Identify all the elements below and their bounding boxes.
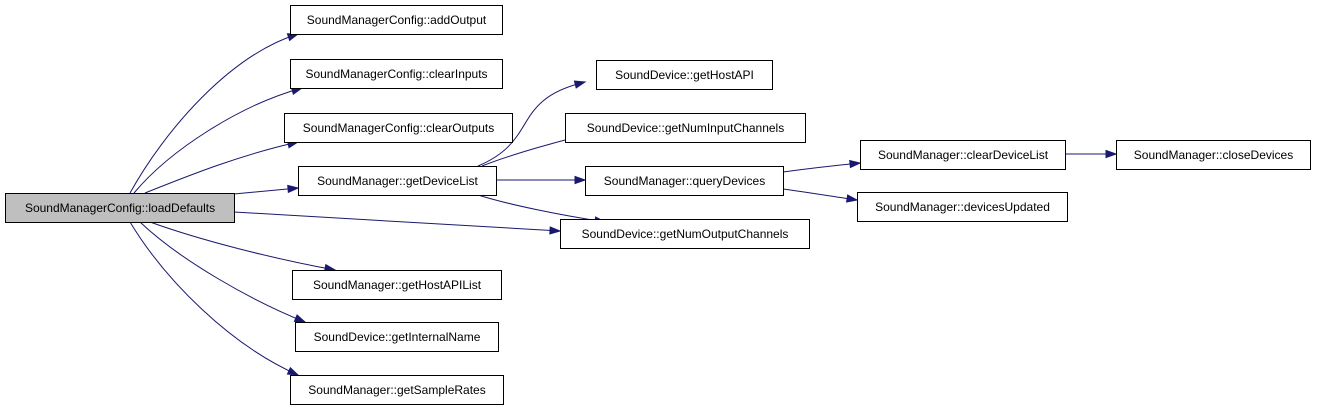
edge-loadDefaults-to-getInternalName <box>139 221 307 323</box>
node-box <box>290 5 503 35</box>
node-box <box>284 113 513 143</box>
node-box <box>298 166 497 196</box>
node-closeDevices[interactable]: SoundManager::closeDevices <box>1116 140 1311 170</box>
edge-loadDefaults-to-getDeviceList <box>233 184 300 195</box>
edge-arrowhead <box>549 226 562 235</box>
node-getHostAPIList[interactable]: SoundManager::getHostAPIList <box>292 270 502 300</box>
edge-arrowhead <box>574 175 587 185</box>
edge-line <box>139 221 306 323</box>
node-box <box>292 270 502 300</box>
node-box <box>290 59 503 89</box>
node-box <box>560 219 810 249</box>
node-devicesUpdated[interactable]: SoundManager::devicesUpdated <box>857 192 1068 222</box>
node-getSampleRates[interactable]: SoundManager::getSampleRates <box>290 375 504 405</box>
node-box <box>1116 140 1311 170</box>
node-box <box>596 60 773 90</box>
edge-clearDeviceList-to-closeDevices <box>1064 149 1118 159</box>
edge-getDeviceList-to-queryDevices <box>496 175 587 185</box>
edge-arrowhead <box>849 159 862 169</box>
node-label: SoundManager::queryDevices <box>604 174 765 188</box>
edge-line <box>133 87 303 194</box>
node-loadDefaults[interactable]: SoundManagerConfig::loadDefaults <box>5 193 235 223</box>
edge-getDeviceList-to-getHostAPI <box>477 80 587 167</box>
node-label: SoundDevice::getNumOutputChannels <box>582 227 789 241</box>
node-label: SoundManagerConfig::clearOutputs <box>303 121 494 135</box>
node-box <box>5 193 235 223</box>
edge-loadDefaults-to-addOutput <box>129 33 300 194</box>
edge-arrowhead <box>845 194 859 203</box>
node-clearOutputs[interactable]: SoundManagerConfig::clearOutputs <box>284 113 513 143</box>
node-addOutput[interactable]: SoundManagerConfig::addOutput <box>290 5 503 35</box>
edge-line <box>233 211 561 232</box>
node-label: SoundManagerConfig::loadDefaults <box>25 201 215 215</box>
node-box <box>860 140 1066 170</box>
node-label: SoundManager::closeDevices <box>1134 148 1293 162</box>
node-label: SoundManager::getSampleRates <box>308 383 485 397</box>
node-box <box>585 166 784 196</box>
node-label: SoundManager::getDeviceList <box>317 174 478 188</box>
node-getHostAPI[interactable]: SoundDevice::getHostAPI <box>596 60 773 90</box>
node-box <box>857 192 1068 222</box>
node-label: SoundManager::getHostAPIList <box>313 278 482 292</box>
edge-loadDefaults-to-getSampleRates <box>129 221 300 376</box>
node-getNumOutputChannels[interactable]: SoundDevice::getNumOutputChannels <box>560 219 810 249</box>
edge-line <box>129 221 299 376</box>
node-box <box>565 113 806 143</box>
node-label: SoundManager::devicesUpdated <box>875 200 1050 214</box>
node-clearInputs[interactable]: SoundManagerConfig::clearInputs <box>290 59 503 89</box>
node-label: SoundDevice::getNumInputChannels <box>587 121 784 135</box>
node-label: SoundManagerConfig::addOutput <box>307 13 487 27</box>
node-queryDevices[interactable]: SoundManager::queryDevices <box>585 166 784 196</box>
node-label: SoundDevice::getHostAPI <box>615 68 754 82</box>
node-getInternalName[interactable]: SoundDevice::getInternalName <box>295 322 499 352</box>
node-label: SoundManager::clearDeviceList <box>878 148 1049 162</box>
node-box <box>295 322 499 352</box>
nodes-layer: SoundManagerConfig::loadDefaultsSoundMan… <box>5 5 1311 405</box>
edge-line <box>782 162 861 173</box>
node-clearDeviceList[interactable]: SoundManager::clearDeviceList <box>860 140 1066 170</box>
edge-arrowhead <box>573 80 587 89</box>
node-box <box>290 375 504 405</box>
edge-line <box>144 141 299 194</box>
node-label: SoundManagerConfig::clearInputs <box>305 67 487 81</box>
edge-loadDefaults-to-clearInputs <box>133 86 304 194</box>
edge-loadDefaults-to-getNumOutputChannels <box>233 211 562 235</box>
edge-line <box>477 81 586 167</box>
node-label: SoundDevice::getInternalName <box>314 330 481 344</box>
edge-arrowhead <box>293 314 307 323</box>
edge-line <box>149 221 336 271</box>
edge-loadDefaults-to-getHostAPIList <box>149 221 337 273</box>
edge-line <box>477 194 606 223</box>
edge-loadDefaults-to-clearOutputs <box>144 140 300 194</box>
edge-arrowhead <box>1105 149 1118 159</box>
node-getDeviceList[interactable]: SoundManager::getDeviceList <box>298 166 497 196</box>
edge-arrowhead <box>286 366 300 376</box>
node-getNumInputChannels[interactable]: SoundDevice::getNumInputChannels <box>565 113 806 143</box>
edge-line <box>782 188 858 201</box>
edge-arrowhead <box>287 184 300 194</box>
edge-queryDevices-to-devicesUpdated <box>782 188 859 203</box>
edge-line <box>129 33 299 194</box>
edge-queryDevices-to-clearDeviceList <box>782 159 862 173</box>
